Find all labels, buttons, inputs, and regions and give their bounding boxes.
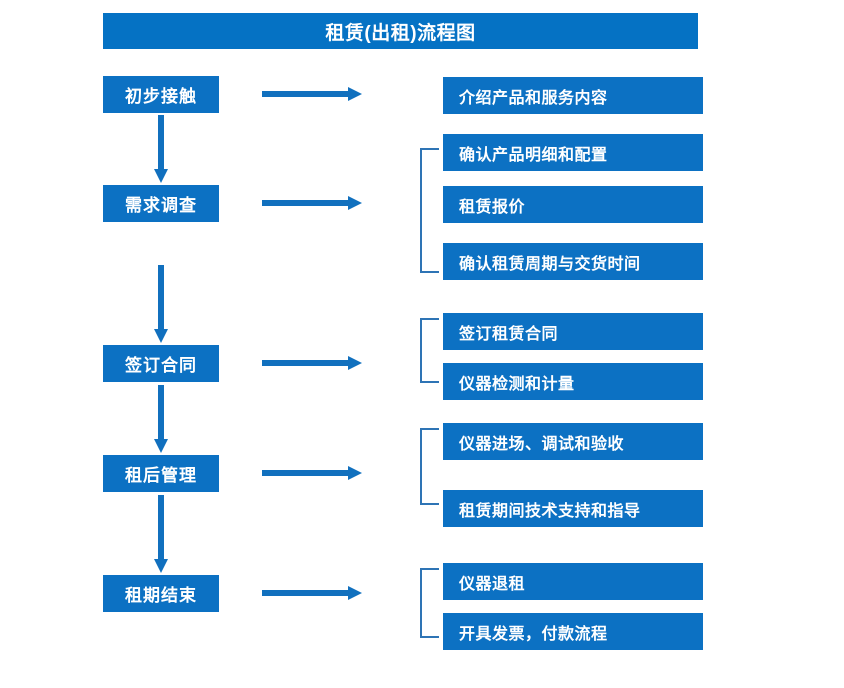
detail-box-2[interactable]: 确认产品明细和配置	[443, 134, 703, 171]
detail-box-7[interactable]: 仪器进场、调试和验收	[443, 423, 703, 460]
stage-box-2[interactable]: 需求调查	[103, 185, 219, 222]
stage-box-4[interactable]: 租后管理	[103, 455, 219, 492]
detail-box-1[interactable]: 介绍产品和服务内容	[443, 77, 703, 114]
detail-box-10[interactable]: 开具发票，付款流程	[443, 613, 703, 650]
arrow-right-icon-5	[262, 586, 362, 600]
stage-box-3[interactable]: 签订合同	[103, 345, 219, 382]
group-bracket-icon-4	[420, 568, 439, 638]
arrow-right-icon-2	[262, 196, 362, 210]
group-bracket-icon-3	[420, 428, 439, 505]
detail-box-3[interactable]: 租赁报价	[443, 186, 703, 223]
stage-box-5[interactable]: 租期结束	[103, 575, 219, 612]
page-title: 租赁(出租)流程图	[103, 13, 698, 49]
arrow-right-icon-3	[262, 356, 362, 370]
group-bracket-icon-2	[420, 318, 439, 383]
arrow-right-icon-4	[262, 466, 362, 480]
group-bracket-icon-1	[420, 148, 439, 273]
detail-box-6[interactable]: 仪器检测和计量	[443, 363, 703, 400]
arrow-down-icon-1	[154, 115, 168, 183]
arrow-right-icon-1	[262, 87, 362, 101]
arrow-down-icon-2	[154, 265, 168, 343]
detail-box-5[interactable]: 签订租赁合同	[443, 313, 703, 350]
arrow-down-icon-4	[154, 495, 168, 573]
detail-box-4[interactable]: 确认租赁周期与交货时间	[443, 243, 703, 280]
detail-box-8[interactable]: 租赁期间技术支持和指导	[443, 490, 703, 527]
stage-box-1[interactable]: 初步接触	[103, 76, 219, 113]
arrow-down-icon-3	[154, 385, 168, 453]
detail-box-9[interactable]: 仪器退租	[443, 563, 703, 600]
